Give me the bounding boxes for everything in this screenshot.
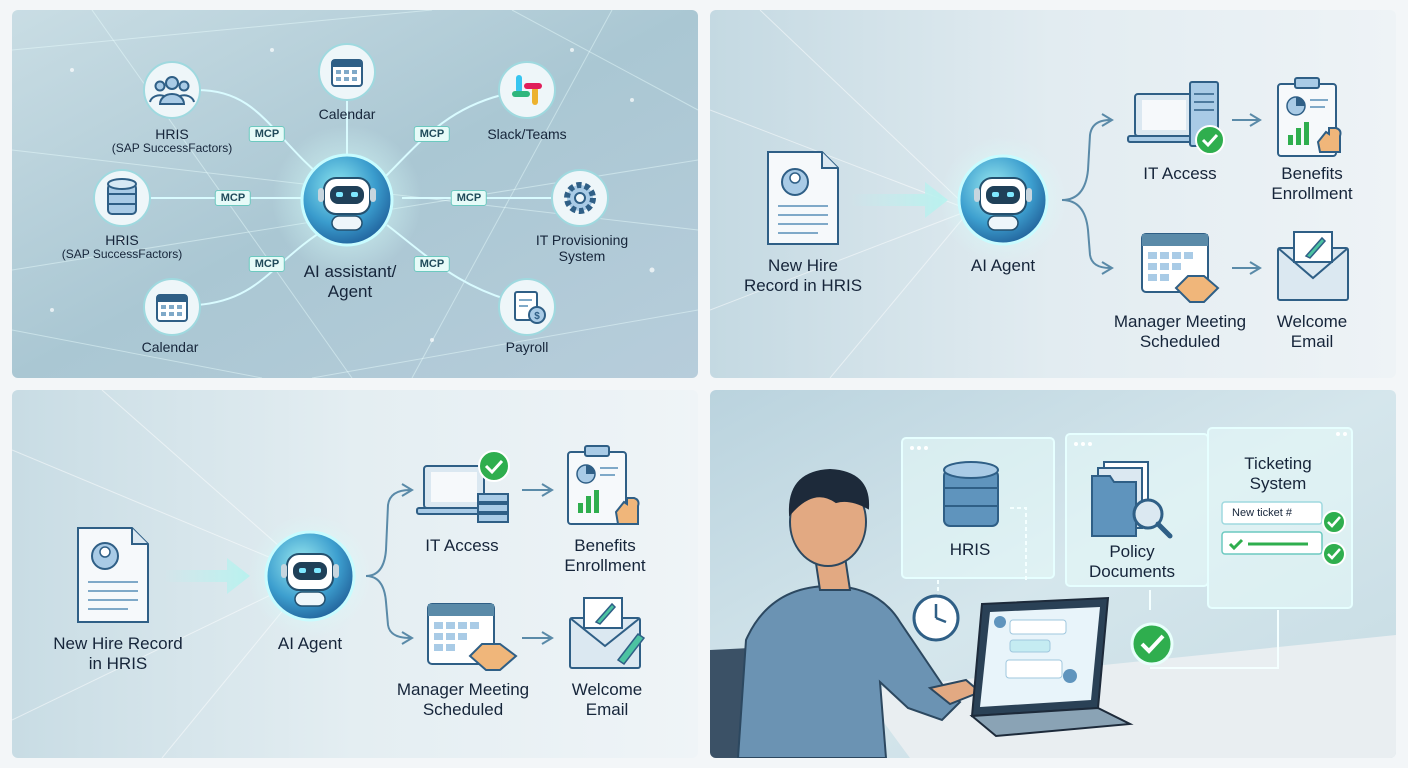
node-label-hris-2: HRIS (SAP SuccessFactors) <box>62 232 182 262</box>
source-label: New Hire Record in HRIS <box>53 634 183 673</box>
check-icon <box>1130 622 1174 666</box>
new-ticket-text: New ticket # <box>1232 507 1292 519</box>
computer-icon <box>1127 81 1225 155</box>
panel-mcp-background: $ <box>12 10 698 378</box>
node-label-payroll: Payroll <box>505 339 549 355</box>
welcome-label: Welcome Email <box>1276 312 1348 351</box>
computer-icon <box>416 450 510 523</box>
benefits-clipboard-icon <box>567 445 640 525</box>
node-label-it-provisioning: IT Provisioning System <box>535 232 629 265</box>
mcp-badge: MCP <box>214 190 252 206</box>
manager-label: Manager Meeting Scheduled <box>396 680 530 719</box>
benefits-label: Benefits Enrollment <box>564 536 646 575</box>
it-access-label: IT Access <box>425 536 499 555</box>
calendar-icon-bottom <box>156 294 188 322</box>
people-icon <box>149 76 195 105</box>
hris-label: HRIS <box>949 540 991 559</box>
panel-mcp-integration: $ HRIS (SAP SuccessFactors) Calendar Sla… <box>12 10 698 378</box>
check-icon <box>1322 510 1346 566</box>
calendar-handshake-icon <box>427 603 518 671</box>
database-icon <box>107 178 137 215</box>
envelope-rocket-icon <box>569 597 646 669</box>
document-icon <box>767 151 839 245</box>
laptop-icon <box>969 596 1134 738</box>
robot-icon <box>974 177 1032 231</box>
hris-window <box>901 437 1055 579</box>
mcp-badge: MCP <box>413 126 451 142</box>
calendar-handshake-icon <box>1141 233 1220 303</box>
panel-employee-workspace: HRIS Policy Documents Ticketing System N… <box>710 390 1396 758</box>
panel-onboarding-flow-a: New Hire Record in HRIS AI Agent IT Acce… <box>710 10 1396 378</box>
policy-window <box>1065 433 1209 587</box>
panel-workspace-background <box>710 390 1396 758</box>
node-hris-1-sub: (SAP SuccessFactors) <box>111 141 233 156</box>
mcp-badge: MCP <box>248 256 286 272</box>
policy-label: Policy Documents <box>1089 542 1175 581</box>
payroll-icon: $ <box>514 291 546 324</box>
mcp-badge: MCP <box>248 126 286 142</box>
envelope-rocket-icon <box>1277 231 1349 301</box>
robot-icon <box>281 553 339 607</box>
panel-flow-b-background <box>12 390 698 758</box>
ticketing-label: Ticketing System <box>1244 454 1312 493</box>
node-label-slack: Slack/Teams <box>487 126 567 142</box>
node-hris-2-title: HRIS <box>105 232 139 248</box>
person-illustration <box>736 468 982 758</box>
mcp-badge: MCP <box>413 256 451 272</box>
slack-icon <box>512 75 542 105</box>
node-label-calendar-1: Calendar <box>318 106 376 122</box>
magnifier-icon <box>1132 498 1173 539</box>
node-hris-2-sub: (SAP SuccessFactors) <box>61 247 183 262</box>
benefits-label: Benefits Enrollment <box>1271 164 1353 203</box>
node-hris-1-title: HRIS <box>155 126 189 142</box>
robot-icon <box>318 177 376 231</box>
svg-text:$: $ <box>534 311 540 322</box>
mcp-badge: MCP <box>450 190 488 206</box>
it-access-label: IT Access <box>1143 164 1217 183</box>
source-label: New Hire Record in HRIS <box>743 256 863 295</box>
document-icon <box>77 527 149 623</box>
ticketing-window <box>1207 427 1353 609</box>
benefits-clipboard-icon <box>1277 77 1342 157</box>
flow-arrow-icon <box>850 182 948 218</box>
agent-label: AI Agent <box>970 256 1036 275</box>
agent-center-label: AI assistant/ Agent <box>303 262 397 301</box>
manager-label: Manager Meeting Scheduled <box>1113 312 1247 351</box>
database-icon <box>943 461 999 527</box>
welcome-label: Welcome Email <box>571 680 643 719</box>
panel-onboarding-flow-b: New Hire Record in HRIS AI Agent IT Acce… <box>12 390 698 758</box>
node-label-hris-1: HRIS (SAP SuccessFactors) <box>112 126 232 156</box>
panel-flow-a-background <box>710 10 1396 378</box>
node-label-calendar-2: Calendar <box>141 339 199 355</box>
flow-arrow-icon <box>162 558 250 594</box>
clock-icon <box>912 594 960 642</box>
gear-icon <box>564 182 596 214</box>
calendar-icon <box>331 59 363 87</box>
agent-label: AI Agent <box>277 634 343 653</box>
